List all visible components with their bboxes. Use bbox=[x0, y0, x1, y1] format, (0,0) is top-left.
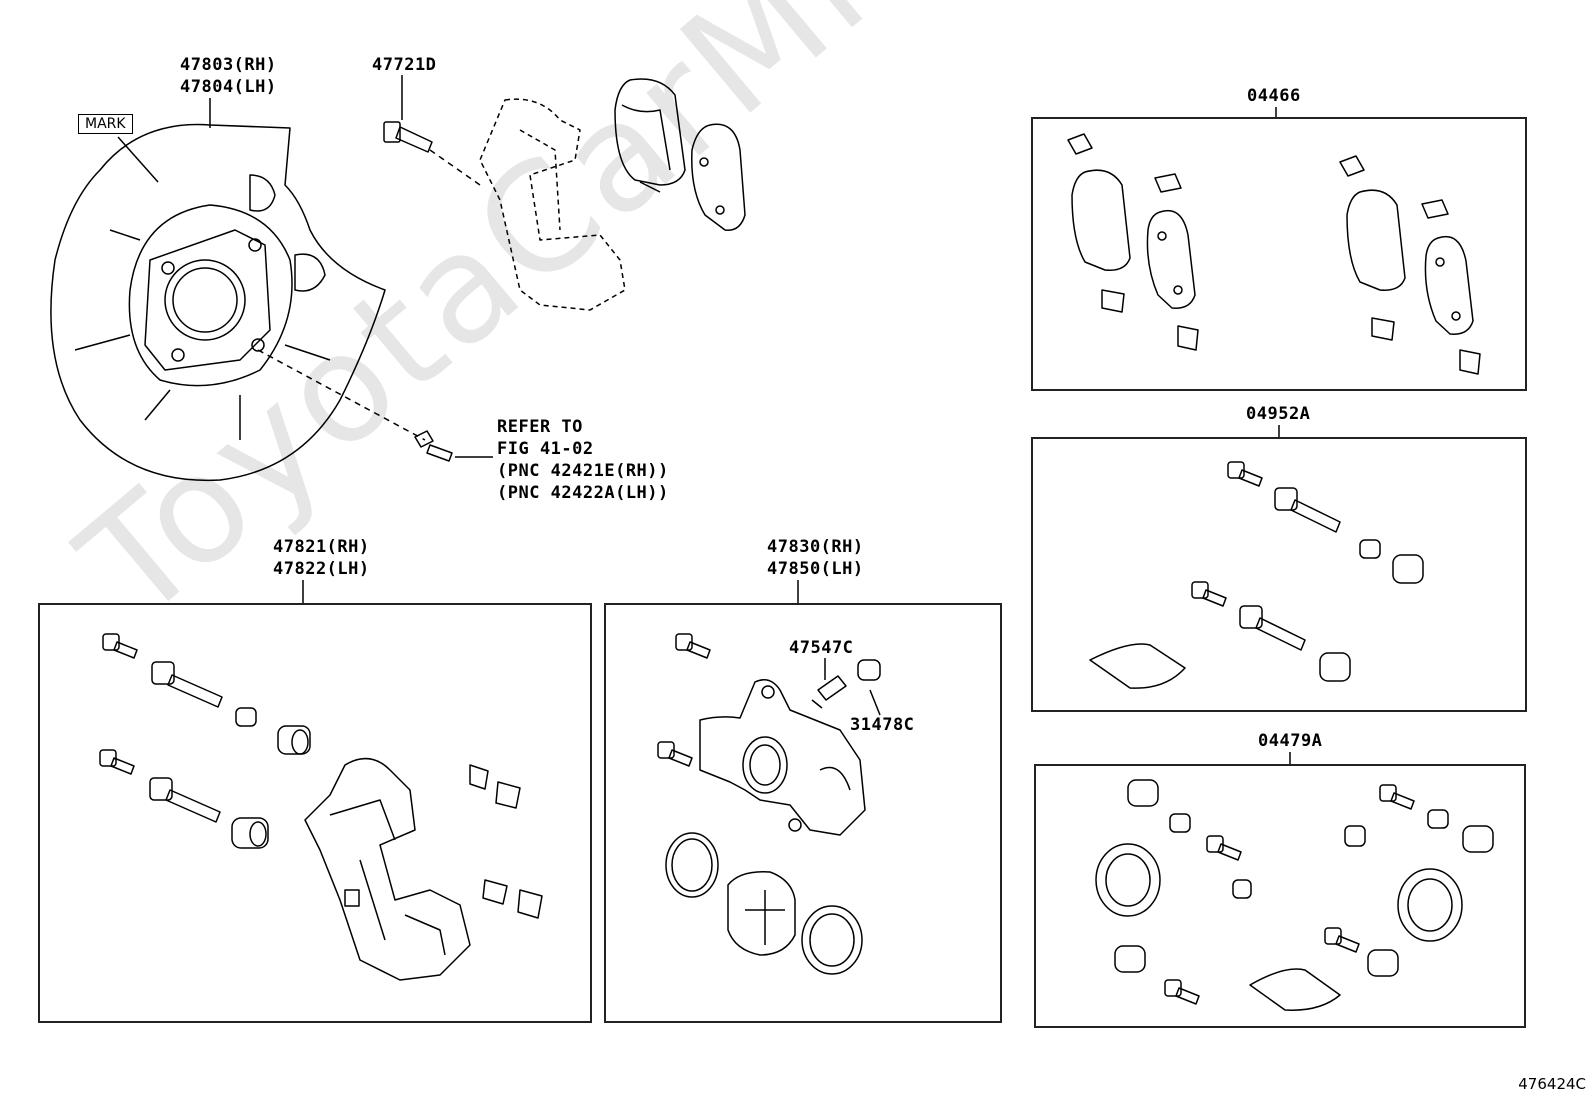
label-slide-kit: 04952A bbox=[1246, 404, 1311, 424]
label-shield-lh: 47804(LH) bbox=[180, 77, 277, 97]
label-caliper-lh: 47850(LH) bbox=[767, 559, 864, 579]
pad-clip-b bbox=[482, 879, 543, 919]
label-seal-kit: 04479A bbox=[1258, 731, 1323, 751]
kit-boot-1 bbox=[235, 707, 257, 727]
label-pad-kit: 04466 bbox=[1247, 86, 1301, 106]
bleeder-cap bbox=[857, 659, 881, 681]
label-refer-3: (PNC 42421E(RH)) bbox=[497, 461, 669, 481]
label-cap: 31478C bbox=[850, 715, 915, 735]
bleeder-plug bbox=[811, 675, 847, 709]
mounting-bolt-lower bbox=[414, 430, 453, 462]
kit-bush-2 bbox=[231, 817, 269, 849]
piston bbox=[727, 871, 796, 956]
diagram-code: 476424C bbox=[1518, 1075, 1586, 1093]
slide-kit-box bbox=[1031, 437, 1527, 712]
label-bleeder: 47547C bbox=[789, 638, 854, 658]
label-refer-4: (PNC 42422A(LH)) bbox=[497, 483, 669, 503]
piston-boot bbox=[801, 905, 863, 975]
mounting-bracket-dashed bbox=[479, 98, 626, 311]
caliper-bolt-1 bbox=[675, 633, 711, 659]
brake-pad-inner bbox=[691, 123, 746, 231]
pad-clip-a bbox=[469, 764, 521, 809]
label-refer-2: FIG 41-02 bbox=[497, 439, 594, 459]
caliper-bolt-2 bbox=[657, 741, 693, 767]
slide-kit-parts bbox=[1089, 461, 1424, 689]
kit-pad-set-1 bbox=[1067, 133, 1199, 351]
pad-kit-box bbox=[1031, 117, 1527, 391]
caliper-box bbox=[604, 603, 1002, 1023]
kit-pin-1 bbox=[151, 661, 223, 708]
label-refer-1: REFER TO bbox=[497, 417, 583, 437]
label-bolt: 47721D bbox=[372, 55, 437, 75]
kit-bush-1 bbox=[277, 725, 311, 755]
kit-pad-set-2 bbox=[1339, 155, 1481, 375]
label-shield-rh: 47803(RH) bbox=[180, 55, 277, 75]
label-caliper-rh: 47830(RH) bbox=[767, 537, 864, 557]
kit-pin-2 bbox=[149, 777, 221, 823]
label-mount-rh: 47821(RH) bbox=[273, 537, 370, 557]
kit-bolt-2 bbox=[99, 749, 135, 775]
kit-bolt-1 bbox=[102, 633, 138, 659]
dust-shield bbox=[50, 123, 386, 482]
brake-pad-outer bbox=[614, 78, 686, 193]
piston-seal bbox=[665, 832, 719, 898]
caliper-bolt bbox=[383, 121, 433, 153]
seal-kit-parts bbox=[1095, 779, 1494, 1011]
support-bracket bbox=[304, 757, 471, 981]
label-mark: MARK bbox=[78, 114, 133, 134]
label-mount-lh: 47822(LH) bbox=[273, 559, 370, 579]
seal-kit-box bbox=[1034, 764, 1526, 1028]
caliper-body bbox=[699, 679, 866, 836]
mounting-kit-box bbox=[38, 603, 592, 1023]
